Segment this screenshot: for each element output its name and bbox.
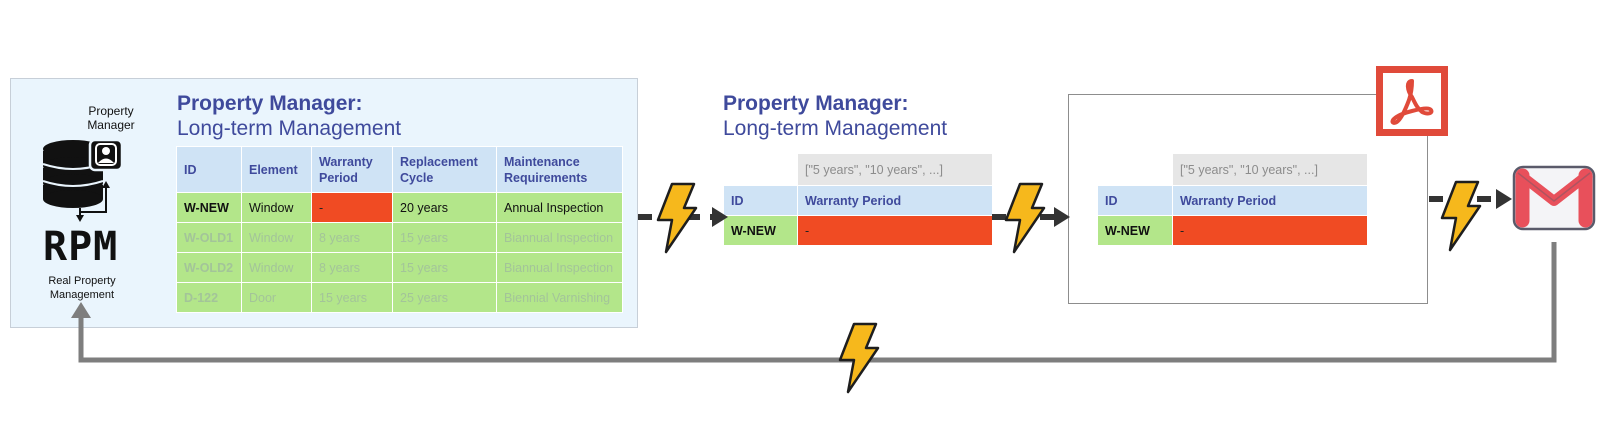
warranty-period-input[interactable]: -	[797, 215, 993, 246]
header-cell: Warranty Period	[1172, 185, 1368, 216]
lightning-icon	[656, 182, 698, 254]
header-cell: Replacement Cycle	[392, 146, 497, 193]
middle-form-table: ["5 years", "10 years", ...] ID Warranty…	[723, 153, 993, 246]
header-cell: Warranty Period	[311, 146, 393, 193]
pdf-icon[interactable]	[1376, 66, 1448, 136]
table-cell: W-OLD2	[176, 252, 242, 283]
return-loop-arrow	[71, 242, 1557, 363]
maintenance-table: ID Element Warranty Period Replacement C…	[176, 146, 623, 313]
warranty-options-hint: ["5 years", "10 years", ...]	[797, 153, 993, 186]
header-cell: ID	[176, 146, 242, 193]
table-header-row: ID Element Warranty Period Replacement C…	[176, 146, 623, 193]
left-panel-title: Property Manager:	[177, 92, 363, 115]
table-cell: 8 years	[311, 252, 393, 283]
header-cell: Warranty Period	[797, 185, 993, 216]
rpm-caption: Real Property Management	[48, 275, 116, 301]
database-icon	[42, 140, 110, 222]
lightning-icon	[1004, 182, 1046, 254]
middle-panel-subtitle: Long-term Management	[723, 117, 948, 140]
document-form-table: ["5 years", "10 years", ...] ID Warranty…	[1097, 153, 1368, 246]
table-cell: Annual Inspection	[496, 192, 623, 223]
rpm-logo-text: RPM	[43, 224, 119, 270]
user-badge-icon	[88, 138, 124, 172]
table-cell: W-NEW	[723, 215, 798, 246]
lightning-icon	[838, 322, 880, 394]
lightning-icon	[1440, 180, 1482, 252]
table-cell: 25 years	[392, 282, 497, 313]
table-cell: 20 years	[392, 192, 497, 223]
table-cell: W-NEW	[176, 192, 242, 223]
table-cell: 15 years	[392, 222, 497, 253]
table-cell: Window	[241, 192, 312, 223]
table-cell: W-NEW	[1097, 215, 1173, 246]
spacer-cell	[1097, 153, 1173, 186]
table-cell-missing: -	[311, 192, 393, 223]
warranty-options-hint: ["5 years", "10 years", ...]	[1172, 153, 1368, 186]
table-cell: D-122	[176, 282, 242, 313]
middle-panel-title: Property Manager:	[723, 92, 909, 115]
table-row: D-122 Door 15 years 25 years Biennial Va…	[176, 282, 623, 313]
flow-arrow-1	[638, 207, 728, 227]
table-cell: Biennial Varnishing	[496, 282, 623, 313]
spacer-cell	[723, 153, 798, 186]
table-cell: 15 years	[392, 252, 497, 283]
header-cell: Element	[241, 146, 312, 193]
header-cell: ID	[723, 185, 798, 216]
header-cell: Maintenance Requirements	[496, 146, 623, 193]
table-cell: Biannual Inspection	[496, 222, 623, 253]
property-manager-label: Property Manager	[87, 104, 135, 132]
left-panel-subtitle: Long-term Management	[177, 117, 402, 140]
mail-icon[interactable]	[1512, 165, 1596, 231]
header-cell: ID	[1097, 185, 1173, 216]
table-row: W-NEW Window - 20 years Annual Inspectio…	[176, 192, 623, 223]
table-cell-missing: -	[1172, 215, 1368, 246]
